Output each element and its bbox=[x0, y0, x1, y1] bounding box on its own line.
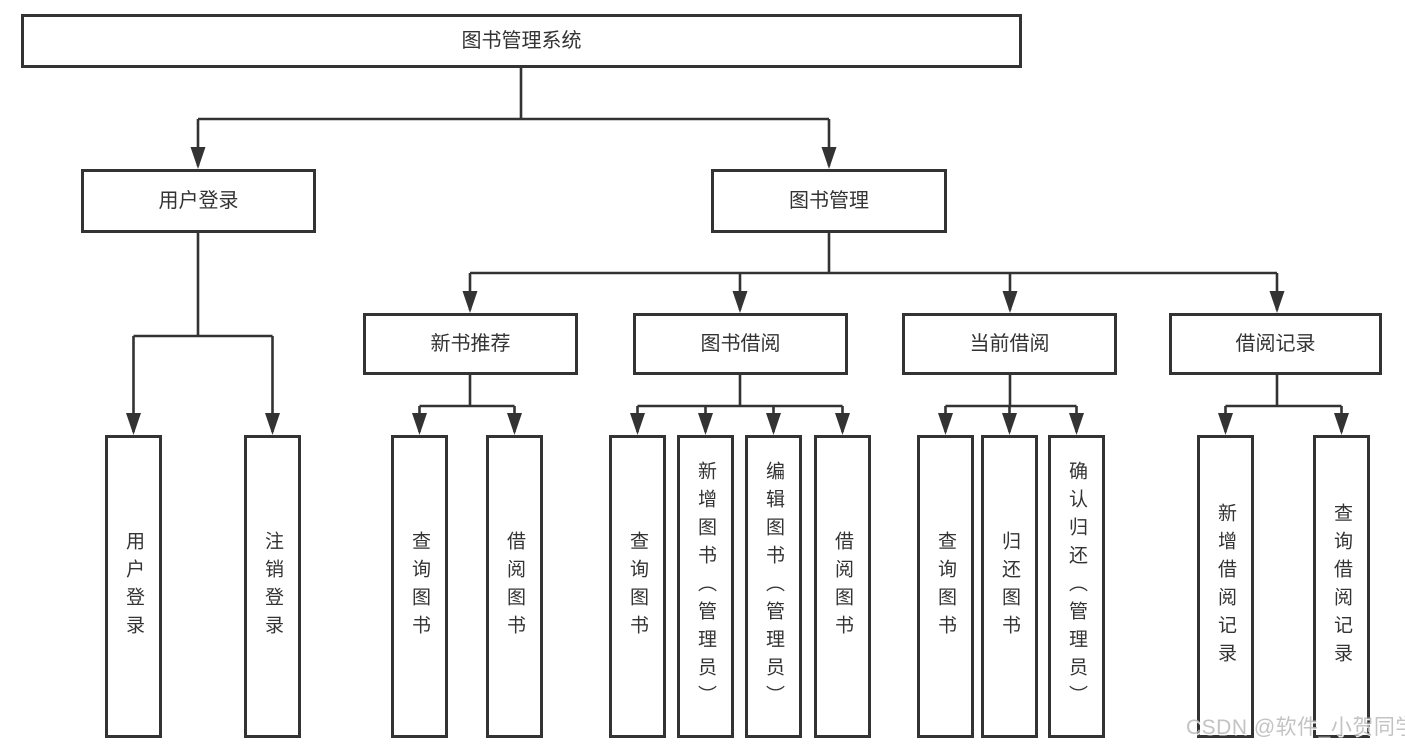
arrow-down-icon bbox=[835, 413, 850, 435]
arrow-down-icon bbox=[732, 291, 748, 313]
arrow-down-icon bbox=[190, 147, 206, 169]
arrow-down-icon bbox=[766, 413, 781, 435]
node-user-login: 用户登录 bbox=[105, 435, 162, 738]
arrow-down-icon bbox=[630, 413, 645, 435]
node-return-book: 归还图书 bbox=[981, 435, 1038, 738]
arrow-down-icon bbox=[938, 413, 953, 435]
arrow-down-icon bbox=[1334, 413, 1349, 435]
node-query-borrow-record: 查询借阅记录 bbox=[1313, 435, 1370, 738]
node-root: 图书管理系统 bbox=[21, 14, 1022, 68]
node-query-book-borrow: 查询图书 bbox=[609, 435, 666, 738]
connector-paths bbox=[132, 68, 1343, 432]
node-logout: 注销登录 bbox=[244, 435, 301, 738]
arrow-down-icon bbox=[1002, 413, 1017, 435]
arrow-down-icon bbox=[265, 413, 280, 435]
arrow-down-icon bbox=[462, 291, 478, 313]
node-add-book-admin: 新增图书（管理员） bbox=[677, 435, 734, 738]
node-confirm-return-admin: 确认归还（管理员） bbox=[1048, 435, 1105, 738]
node-borrow-record: 借阅记录 bbox=[1169, 313, 1382, 375]
node-add-borrow-record: 新增借阅记录 bbox=[1197, 435, 1254, 738]
arrow-down-icon bbox=[126, 413, 141, 435]
arrow-down-icon bbox=[1218, 413, 1233, 435]
node-new-book-recommend: 新书推荐 bbox=[363, 313, 578, 375]
arrowheads bbox=[126, 147, 1349, 435]
node-current-borrow: 当前借阅 bbox=[902, 313, 1117, 375]
arrow-down-icon bbox=[698, 413, 713, 435]
watermark: CSDN @软件_小贺同学 bbox=[1186, 716, 1405, 739]
arrow-down-icon bbox=[507, 413, 522, 435]
node-book-management: 图书管理 bbox=[711, 169, 947, 233]
arrow-down-icon bbox=[412, 413, 427, 435]
arrow-down-icon bbox=[1069, 413, 1084, 435]
node-borrow-book-borrow: 借阅图书 bbox=[814, 435, 871, 738]
arrow-down-icon bbox=[1269, 291, 1285, 313]
node-query-book-current: 查询图书 bbox=[917, 435, 974, 738]
node-book-borrow: 图书借阅 bbox=[633, 313, 848, 375]
node-borrow-book-newbook: 借阅图书 bbox=[486, 435, 543, 738]
node-query-book-newbook: 查询图书 bbox=[391, 435, 448, 738]
node-edit-book-admin: 编辑图书（管理员） bbox=[745, 435, 802, 738]
node-login: 用户登录 bbox=[81, 169, 316, 233]
arrow-down-icon bbox=[821, 147, 837, 169]
arrow-down-icon bbox=[1002, 291, 1018, 313]
